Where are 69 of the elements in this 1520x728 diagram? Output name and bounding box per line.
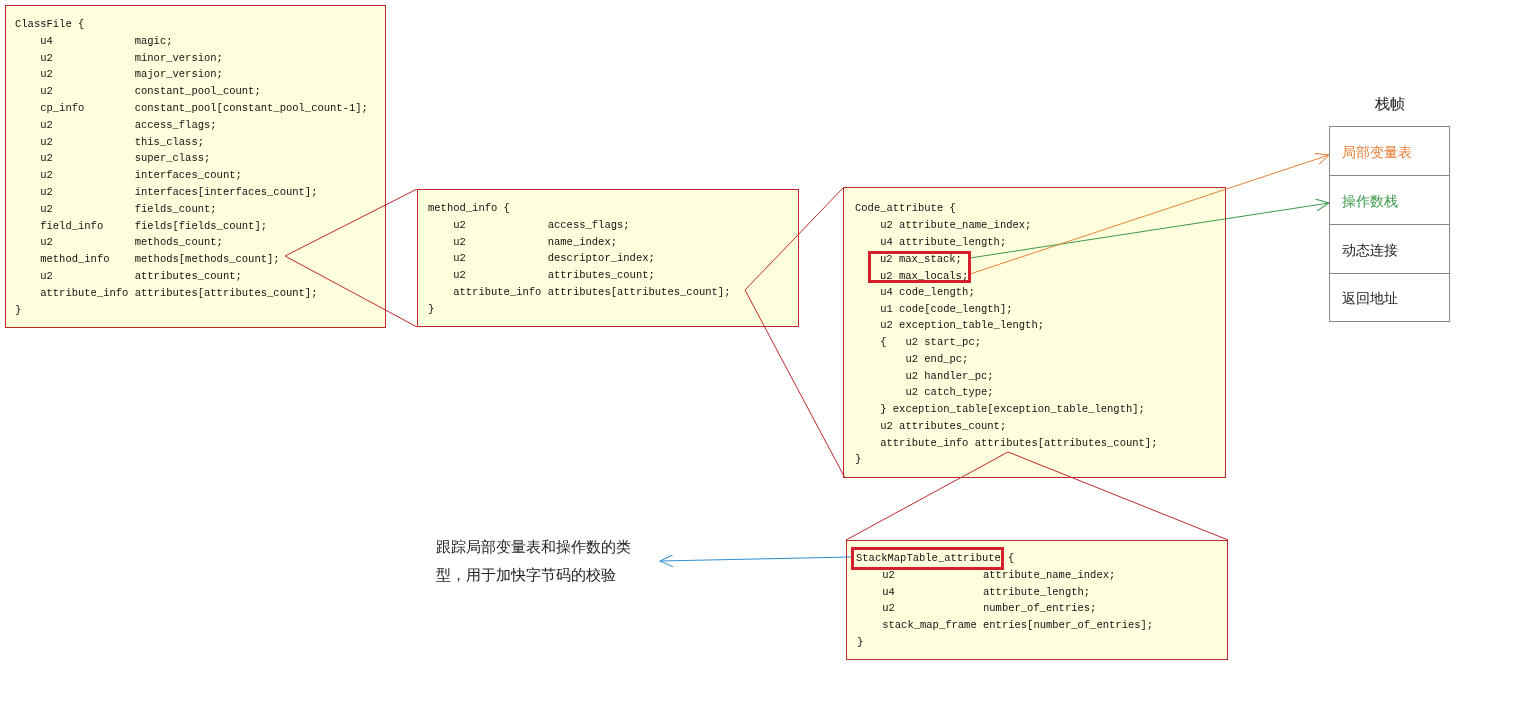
- code-line: u2 max_stack;: [880, 252, 962, 266]
- code-line: }: [15, 302, 22, 317]
- highlight-box: [851, 547, 1004, 570]
- code-line: u4 attribute_length;: [882, 584, 1091, 599]
- code-line: attribute_info attributes[attributes_count];: [880, 435, 1158, 450]
- code-line: u2 catch_type;: [905, 385, 994, 400]
- code-line: method_info methods[methods_count];: [40, 252, 280, 267]
- connector-line: [744, 187, 844, 291]
- code-line: u2 attributes_count;: [40, 269, 242, 283]
- code-line: u2 super_class;: [40, 151, 211, 166]
- code-line: u2 minor_version;: [40, 50, 223, 65]
- code-line: cp_info constant_pool[constant_pool_count-1];: [40, 101, 368, 115]
- highlight-box: [868, 251, 971, 283]
- code-line: stack_map_frame entries[number_of_entries];: [882, 618, 1154, 633]
- code-line: u2 attributes_count;: [880, 418, 1007, 433]
- code-line: method_info {: [428, 201, 510, 215]
- code-line: u2 max_locals;: [880, 268, 969, 283]
- code-box: [5, 5, 386, 328]
- arrow: [659, 554, 852, 568]
- code-box: [417, 189, 799, 327]
- code-line: u4 attribute_length;: [880, 234, 1007, 249]
- table-cell: 操作数栈: [1329, 175, 1450, 225]
- connector-line: [1007, 451, 1229, 541]
- code-line: u2 descriptor_index;: [453, 251, 655, 266]
- code-line: u2 interfaces_count;: [40, 168, 242, 183]
- code-line: StackMapTable_attribute: [856, 551, 1001, 565]
- code-box: [846, 540, 1228, 660]
- arrow: [969, 152, 1330, 275]
- code-line: { u2 start_pc;: [880, 335, 981, 349]
- code-line: u2 interfaces[interfaces_count];: [40, 185, 318, 199]
- code-line: u2 attributes_count;: [453, 268, 655, 283]
- code-box: [843, 187, 1226, 478]
- code-line: u2 fields_count;: [40, 201, 217, 216]
- code-line: u2 this_class;: [40, 134, 204, 149]
- code-line: }: [428, 301, 435, 316]
- code-line: u2 methods_count;: [40, 235, 223, 250]
- table-cell: 局部变量表: [1329, 126, 1450, 176]
- code-line: u2 access_flags;: [453, 217, 630, 232]
- arrow: [969, 198, 1330, 259]
- code-line: u2 end_pc;: [905, 351, 969, 366]
- code-line: Code_attribute {: [855, 201, 956, 215]
- note-text: 跟踪局部变量表和操作数的类型，用于加快字节码的校验: [436, 533, 652, 593]
- connector-line: [284, 188, 418, 257]
- stack-frame-title: 栈帧: [1374, 95, 1406, 114]
- code-line: u2 attribute_name_index;: [880, 217, 1032, 232]
- code-line: u4 magic;: [40, 33, 173, 48]
- code-line: u2 attribute_name_index;: [882, 567, 1116, 582]
- code-line: }: [855, 452, 862, 467]
- connector-line: [744, 289, 846, 479]
- table-cell: 返回地址: [1329, 273, 1450, 322]
- code-line: u1 code[code_length];: [880, 301, 1013, 316]
- code-line: u2 access_flags;: [40, 117, 217, 132]
- code-line: u4 code_length;: [880, 284, 975, 299]
- code-line: u2 handler_pc;: [905, 368, 994, 383]
- table-cell: 动态连接: [1329, 224, 1450, 274]
- code-line: } exception_table[exception_table_length];: [880, 402, 1145, 416]
- code-line: u2 name_index;: [453, 234, 617, 249]
- code-line: }: [857, 635, 864, 649]
- code-line: u2 number_of_entries;: [882, 601, 1097, 616]
- connector-line: [845, 451, 1009, 541]
- code-line: attribute_info attributes[attributes_count];: [453, 285, 731, 299]
- connector-line: [284, 255, 418, 328]
- code-line: u2 major_version;: [40, 67, 223, 82]
- code-line: ClassFile {: [15, 17, 85, 31]
- code-line: {: [1008, 551, 1015, 565]
- code-line: u2 constant_pool_count;: [40, 84, 261, 99]
- code-line: field_info fields[fields_count];: [40, 218, 268, 233]
- code-line: attribute_info attributes[attributes_count];: [40, 285, 318, 300]
- code-line: u2 exception_table_length;: [880, 318, 1044, 333]
